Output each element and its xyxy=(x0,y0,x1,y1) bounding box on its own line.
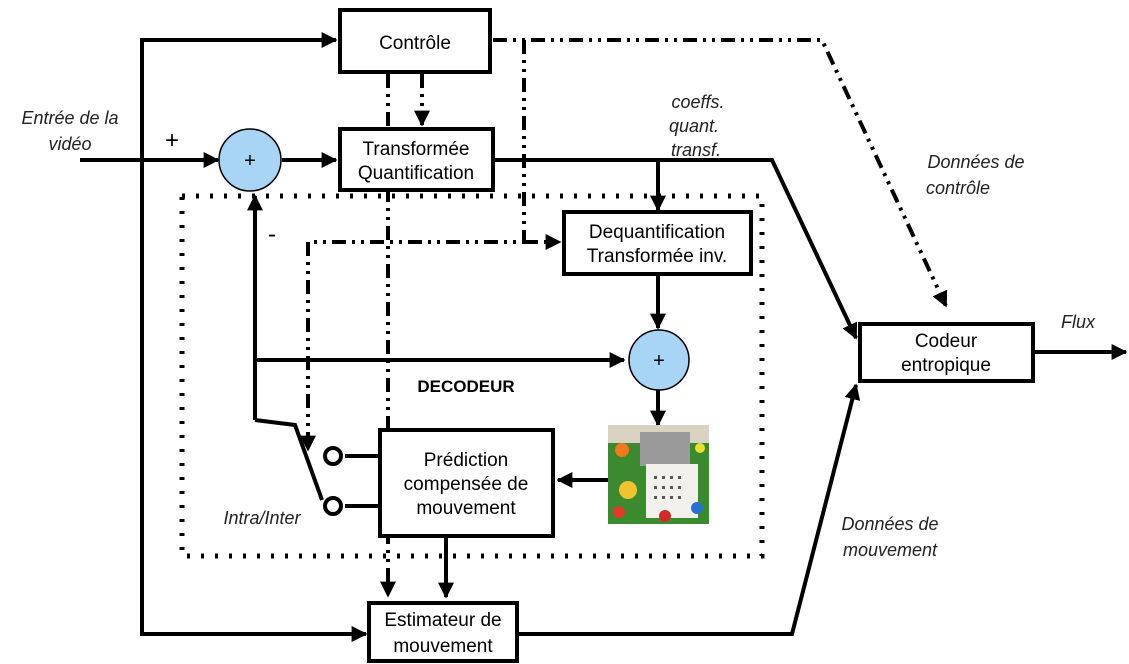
codeur-entropique-block: Codeur entropique xyxy=(858,322,1035,383)
entree-label-1: Entrée de la xyxy=(21,108,118,128)
entropique-label: entropique xyxy=(901,355,991,376)
donnees-controle-label-2: contrôle xyxy=(926,178,990,198)
entree-label-2: vidéo xyxy=(48,134,91,154)
coeffs-label-3: transf. xyxy=(671,140,721,160)
flux-label: Flux xyxy=(1061,312,1096,332)
transformee-label: Transformée xyxy=(363,139,470,160)
minus-sign: - xyxy=(268,221,276,248)
plus-sign: + xyxy=(165,127,179,154)
prediction-block: Prédiction compensée de mouvement xyxy=(378,428,555,538)
codeur-label: Codeur xyxy=(915,331,978,352)
top-summer: + xyxy=(218,128,282,192)
estimateur-block: Estimateur de mouvement xyxy=(367,601,519,663)
donnees-mouvement-label-1: Données de xyxy=(841,514,938,534)
controle-label: Contrôle xyxy=(379,33,451,54)
donnees-mouvement-label-2: mouvement xyxy=(843,540,938,560)
donnees-controle-label-1: Données de xyxy=(927,152,1024,172)
dequantification-label: Dequantification xyxy=(589,222,725,243)
dequantification-block: Dequantification Transformée inv. xyxy=(562,210,753,276)
intra-inter-switch xyxy=(323,446,343,516)
transformee-quantification-block: Transformée Quantification xyxy=(338,127,495,192)
transformee-inv-label: Transformée inv. xyxy=(587,246,727,267)
prediction-label-3: mouvement xyxy=(416,498,516,519)
quantification-label: Quantification xyxy=(358,163,474,184)
prediction-label-2: compensée de xyxy=(404,474,529,495)
estimateur-label-1: Estimateur de xyxy=(384,610,501,631)
prediction-label-1: Prédiction xyxy=(424,450,509,471)
controle-block: Contrôle xyxy=(338,8,492,74)
top-summer-plus: + xyxy=(244,150,256,172)
coeffs-label-1: coeffs. xyxy=(671,92,724,112)
decoder-summer: + xyxy=(628,329,690,391)
decoded-frame-picture xyxy=(608,425,709,524)
intra-inter-label: Intra/Inter xyxy=(223,508,301,528)
decodeur-label: DECODEUR xyxy=(417,377,514,396)
decoder-summer-plus: + xyxy=(653,350,665,372)
coeffs-label-2: quant. xyxy=(669,116,719,136)
estimateur-label-2: mouvement xyxy=(393,636,493,657)
data-flow-wires xyxy=(80,32,1128,642)
